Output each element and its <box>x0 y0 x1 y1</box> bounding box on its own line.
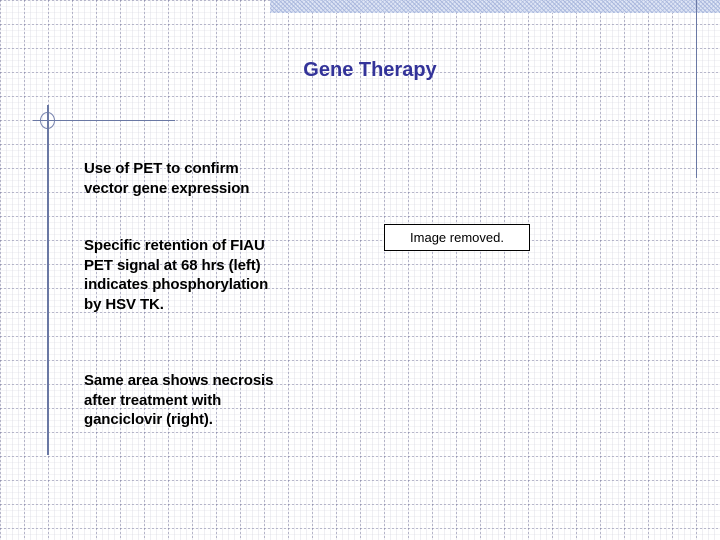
horizontal-rule-ornament <box>33 120 175 121</box>
body-paragraph-2: Specific retention of FIAU PET signal at… <box>84 237 269 313</box>
image-removed-placeholder: Image removed. <box>384 224 530 251</box>
body-paragraph-1: Use of PET to confirm vector gene expres… <box>84 160 250 197</box>
image-removed-label: Image removed. <box>410 230 504 245</box>
body-paragraph-3: Same area shows necrosis after treatment… <box>84 372 274 428</box>
top-decorative-banner <box>270 0 720 13</box>
right-vertical-rule <box>696 0 697 178</box>
vertical-rule-ornament <box>47 105 49 455</box>
slide-title: Gene Therapy <box>303 59 437 81</box>
